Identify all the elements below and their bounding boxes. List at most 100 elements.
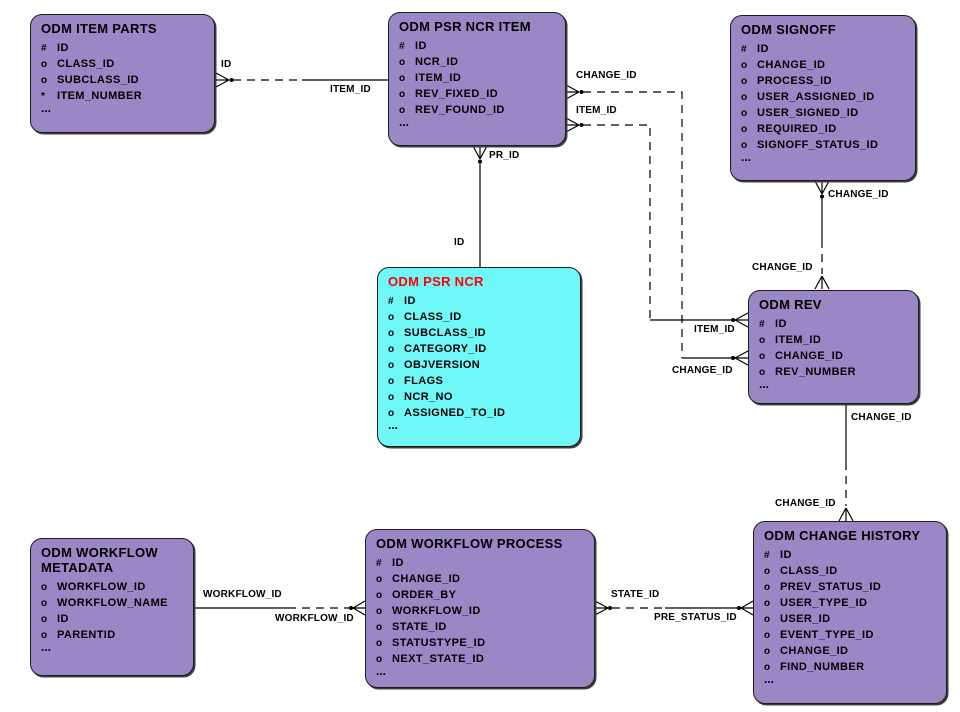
attribute-prefix: o [764,597,771,609]
attribute-name: USER_SIGNED_ID [757,107,859,119]
attribute-name: ID [775,318,787,330]
attribute-name: ID [757,43,769,55]
attribute-name: CLASS_ID [780,565,838,577]
entity-title: ODM PSR NCR ITEM [399,19,531,34]
attribute-name: STATUSTYPE_ID [392,637,486,649]
attribute-name: USER_ASSIGNED_ID [757,91,875,103]
connector-label-item-id-rev: ITEM_ID [694,324,735,335]
attribute-prefix: o [741,139,748,151]
attribute-prefix: o [388,311,395,323]
connector-label-item-id-2: ITEM_ID [576,105,617,116]
attribute-name: PARENTID [57,629,116,641]
relationship-signoff-rev[interactable] [814,180,830,290]
attribute-prefix: o [41,74,48,86]
attribute-name: FIND_NUMBER [780,661,865,673]
attribute-prefix: o [41,597,48,609]
relationship-psr-ncr-item-rev-item-id[interactable] [565,117,749,328]
attribute-name: REQUIRED_ID [757,123,837,135]
attribute-row: o CLASS_ID [388,309,572,325]
attribute-name: FLAGS [404,375,444,387]
attribute-prefix: o [388,327,395,339]
attribute-prefix: o [764,629,771,641]
connector-label-workflow-id-proc: WORKFLOW_ID [275,613,354,624]
entity-title: ODM CHANGE HISTORY [764,528,921,543]
attribute-prefix: o [741,75,748,87]
attribute-row: o EVENT_TYPE_ID [764,627,938,643]
attribute-prefix: # [41,42,47,54]
attribute-row: #ID [759,316,910,332]
ellipsis: ... [41,101,52,115]
connector-label-change-id-history: CHANGE_ID [775,498,836,509]
attribute-prefix: o [764,565,771,577]
attribute-prefix: o [376,589,383,601]
attribute-name: NEXT_STATE_ID [392,653,485,665]
attribute-name: WORKFLOW_NAME [57,597,168,609]
relationship-psr-ncr-item-rev-change-id[interactable] [565,84,749,366]
attribute-row: o WORKFLOW_NAME [41,595,185,611]
attribute-name: EVENT_TYPE_ID [780,629,874,641]
attribute-name: REV_NUMBER [775,366,857,378]
connector-label-change-id-rev-left: CHANGE_ID [672,365,733,376]
attribute-prefix: o [376,653,383,665]
attribute-name: STATE_ID [392,621,447,633]
attribute-name: WORKFLOW_ID [57,581,146,593]
relationship-psr-ncr-item-psr-ncr[interactable] [472,145,488,267]
connector-label-state-id: STATE_ID [611,589,660,600]
connector-label-item-id: ITEM_ID [330,84,371,95]
attribute-row: #ID [388,293,572,309]
attribute-prefix: # [376,557,382,569]
attribute-prefix: o [759,334,766,346]
attribute-name: CHANGE_ID [780,645,849,657]
entity-title: ODM SIGNOFF [741,22,837,37]
attribute-prefix: o [388,407,395,419]
attribute-name: ID [392,557,404,569]
attribute-name: CLASS_ID [57,58,115,70]
attribute-prefix: o [388,391,395,403]
entity-title: ODM ITEM PARTS [41,21,157,36]
attribute-name: CHANGE_ID [775,350,844,362]
connector-label-id-vertical: ID [454,237,465,248]
attribute-prefix: o [41,629,48,641]
entity-title: ODM REV [759,297,822,312]
attribute-prefix: o [388,359,395,371]
attribute-name: ID [404,295,416,307]
attribute-prefix: o [399,72,406,84]
attribute-name: NCR_ID [415,56,459,68]
attribute-name: CLASS_ID [404,311,462,323]
attribute-name: OBJVERSION [404,359,481,371]
attribute-name: ASSIGNED_TO_ID [404,407,506,419]
attribute-name: USER_TYPE_ID [780,597,868,609]
ellipsis: ... [764,672,775,686]
attribute-prefix: o [764,645,771,657]
connector-label-id: ID [221,59,232,70]
attribute-name: PREV_STATUS_ID [780,581,882,593]
attribute-name: ID [57,42,69,54]
attribute-name: ID [415,40,427,52]
attribute-prefix: o [759,366,766,378]
entity-title: ODM WORKFLOW PROCESS [376,536,563,551]
ellipsis: ... [759,377,770,391]
attribute-name: ID [57,613,69,625]
